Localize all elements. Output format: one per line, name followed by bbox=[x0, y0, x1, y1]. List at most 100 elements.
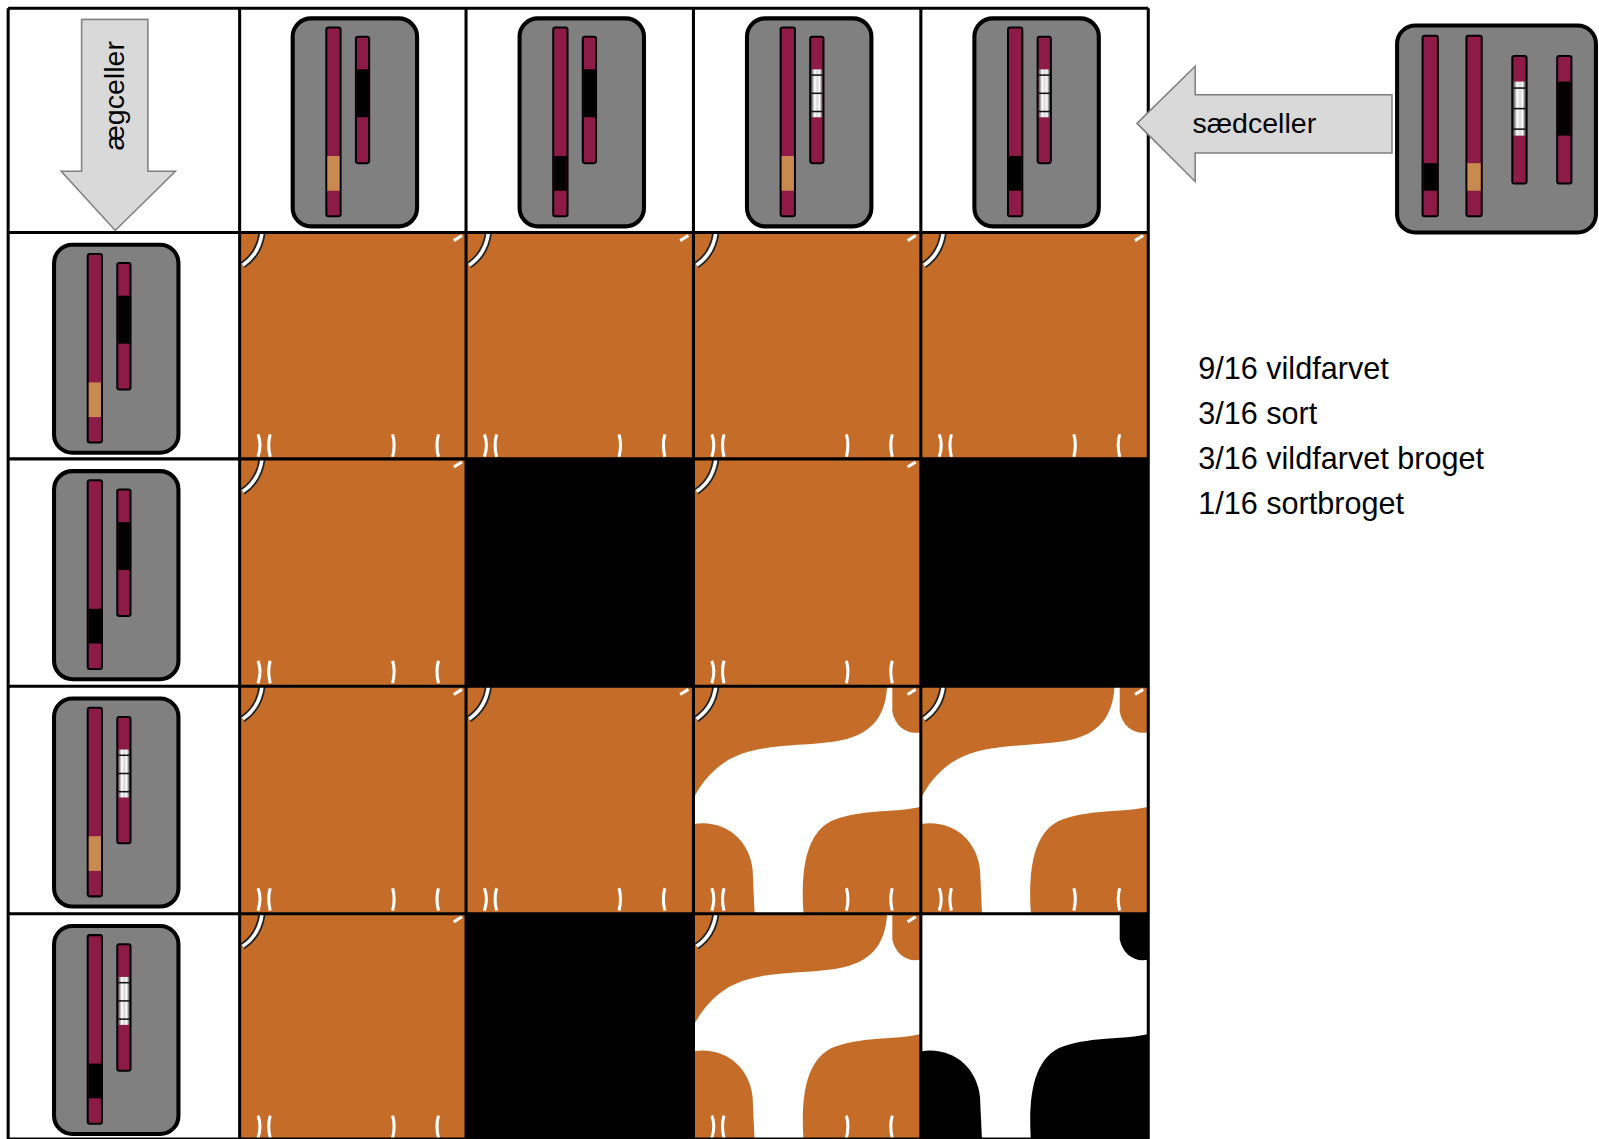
band-stripe bbox=[118, 791, 129, 793]
chromosome-body bbox=[117, 263, 130, 389]
left-arrow: sædceller bbox=[1135, 63, 1395, 183]
gene-band bbox=[118, 750, 129, 798]
chromosome bbox=[1038, 37, 1051, 163]
chromosome bbox=[781, 28, 795, 217]
leg-mark bbox=[1118, 434, 1120, 456]
ratio-label: 1/16 sortbroget bbox=[1198, 485, 1404, 522]
leg-mark bbox=[950, 434, 952, 456]
horn bbox=[454, 689, 462, 694]
leg-mark bbox=[663, 888, 665, 910]
cell-outline bbox=[54, 699, 178, 907]
coat-patch bbox=[1030, 1034, 1148, 1139]
chromosome bbox=[553, 28, 567, 217]
leg-mark bbox=[619, 434, 621, 456]
horn bbox=[243, 459, 262, 492]
leg-mark bbox=[939, 434, 941, 456]
chromosome bbox=[1557, 56, 1571, 183]
leg-mark bbox=[939, 888, 941, 910]
coat-patch bbox=[693, 914, 887, 1026]
gene-band bbox=[357, 69, 368, 117]
leg-mark bbox=[258, 661, 260, 683]
horn-outline bbox=[924, 233, 943, 266]
gene-band bbox=[1424, 163, 1437, 191]
chromosome bbox=[356, 37, 369, 163]
gene-band bbox=[118, 977, 129, 1025]
chromosome-body bbox=[117, 489, 130, 615]
cell-outline bbox=[520, 18, 644, 226]
offspring-cell bbox=[240, 233, 466, 459]
horn-outline bbox=[697, 914, 716, 947]
leg-mark bbox=[891, 1116, 893, 1138]
gene-band bbox=[1558, 82, 1570, 136]
leg-mark bbox=[437, 888, 439, 910]
horn bbox=[697, 233, 716, 266]
leg-mark bbox=[484, 888, 486, 910]
leg-mark bbox=[269, 434, 271, 456]
gamete-cell bbox=[293, 18, 417, 226]
parent-cell bbox=[1397, 25, 1596, 232]
coat-patch bbox=[693, 1051, 754, 1139]
gene-band bbox=[89, 1064, 101, 1099]
arrow-label: sædceller bbox=[1192, 107, 1316, 140]
horn-outline bbox=[697, 233, 716, 266]
band-stripe bbox=[1039, 93, 1050, 95]
grid-line bbox=[1147, 8, 1150, 1139]
horn bbox=[924, 686, 943, 719]
coat-patch bbox=[803, 1034, 921, 1139]
coat-ground bbox=[921, 686, 1148, 913]
offspring-cell bbox=[240, 686, 466, 913]
coat-ground bbox=[921, 459, 1148, 686]
band-stripe bbox=[118, 982, 129, 984]
gene-band bbox=[584, 69, 595, 117]
cell-outline bbox=[54, 245, 178, 453]
horn-outline bbox=[243, 686, 262, 719]
horn-outline bbox=[697, 459, 716, 492]
leg-mark bbox=[712, 1116, 714, 1138]
chromosome-body bbox=[117, 717, 130, 843]
chromosome-body bbox=[356, 37, 369, 163]
leg-mark bbox=[723, 661, 725, 683]
leg-mark bbox=[258, 888, 260, 910]
chromosome-body bbox=[583, 37, 596, 163]
gene-band bbox=[118, 296, 129, 344]
coat-ground bbox=[240, 686, 466, 913]
gene-band bbox=[811, 69, 822, 117]
offspring-cell bbox=[693, 914, 920, 1139]
coat-ground bbox=[240, 914, 466, 1139]
horn-outline bbox=[469, 233, 488, 266]
leg-mark bbox=[269, 888, 271, 910]
leg-mark bbox=[712, 661, 714, 683]
gene-band bbox=[89, 609, 101, 644]
horn bbox=[454, 462, 462, 467]
offspring-cell bbox=[921, 914, 1148, 1139]
chromosome-body bbox=[553, 28, 567, 217]
horn bbox=[1135, 689, 1143, 694]
coat-ground bbox=[693, 233, 920, 459]
leg-mark bbox=[1074, 434, 1076, 456]
coat-patch bbox=[803, 807, 921, 914]
leg-mark bbox=[269, 661, 271, 683]
offspring-cell bbox=[466, 686, 693, 913]
leg-mark bbox=[484, 434, 486, 456]
coat-ground bbox=[240, 233, 466, 459]
horn bbox=[908, 917, 916, 922]
horn bbox=[454, 236, 462, 241]
gene-band bbox=[554, 156, 566, 191]
down-arrow: ægceller bbox=[59, 18, 177, 232]
chromosome-body bbox=[88, 708, 102, 897]
horn-outline bbox=[469, 686, 488, 719]
gamete-cell bbox=[747, 18, 871, 226]
arrow-outline bbox=[61, 19, 175, 230]
chromosome bbox=[88, 935, 102, 1124]
cell-outline bbox=[747, 18, 871, 226]
chromosome bbox=[88, 708, 102, 897]
coat-ground bbox=[466, 459, 693, 686]
band-stripe bbox=[118, 755, 129, 757]
offspring-cell bbox=[466, 233, 693, 459]
chromosome-body bbox=[810, 37, 823, 163]
chromosome bbox=[583, 37, 596, 163]
cell-outline bbox=[974, 18, 1098, 226]
chromosome-body bbox=[88, 254, 102, 443]
horn bbox=[697, 686, 716, 719]
gene-band bbox=[782, 156, 794, 191]
